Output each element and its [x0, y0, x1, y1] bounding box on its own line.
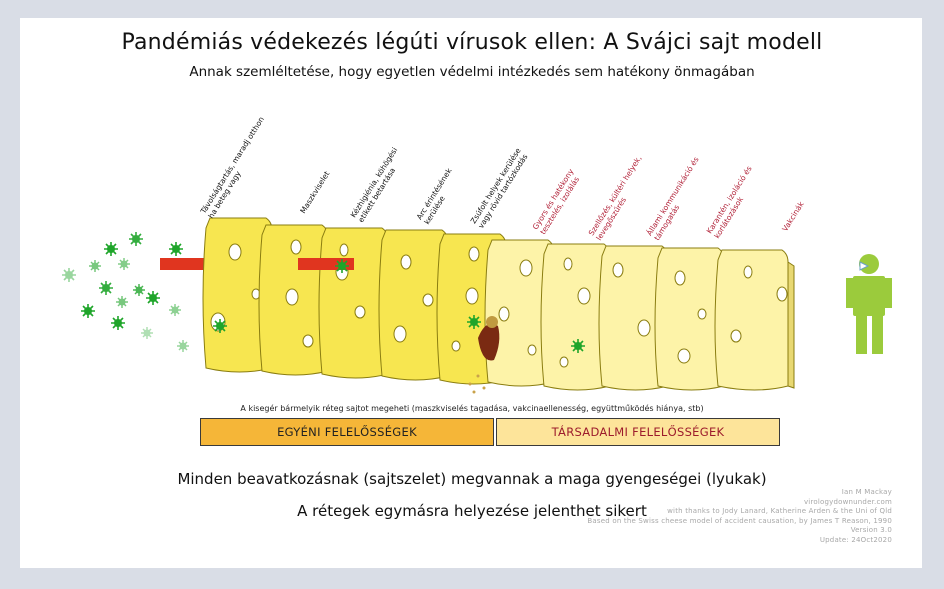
person-icon [846, 254, 892, 354]
caption-layering: A rétegek egymásra helyezése jelenthet s… [297, 502, 647, 520]
diagram-subtitle: Annak szemléltetése, hogy egyetlen védel… [189, 64, 755, 80]
virus-particle [118, 258, 130, 270]
credit-line: virologydownunder.com [803, 497, 892, 506]
virus-particle [116, 296, 128, 308]
cheese-slices [202, 217, 795, 391]
individual-responsibility-bar: EGYÉNI FELELŐSSÉGEK [200, 418, 494, 446]
credit-line: Ian M Mackay [841, 488, 892, 496]
virus-particle [169, 242, 183, 256]
mouse-icon [468, 316, 500, 394]
virus-cloud [62, 232, 189, 352]
virus-particle [81, 304, 95, 318]
virus-particle [104, 242, 118, 256]
virus-particle [111, 316, 125, 330]
virus-particle [89, 260, 101, 272]
virus-particle [99, 281, 113, 295]
virus-particle [335, 259, 349, 273]
societal-responsibility-bar: TÁRSADALMI FELELŐSSÉGEK [496, 418, 780, 446]
virus-particle [129, 232, 143, 246]
credit-line: Update: 24Oct2020 [819, 535, 892, 544]
credit-line: Based on the Swiss cheese model of accid… [587, 516, 892, 525]
virus-particle [213, 319, 227, 333]
virus-particle [169, 304, 181, 316]
virus-particle [177, 340, 189, 352]
virus-particle [133, 284, 145, 296]
virus-particle [571, 339, 585, 353]
virus-particle [62, 268, 76, 282]
mouse-note: A kisegér bármelyik réteg sajtot megehet… [240, 404, 704, 413]
credit-line: Version 3.0 [850, 526, 892, 534]
virus-particle [467, 315, 481, 329]
individual-responsibility-label: EGYÉNI FELELŐSSÉGEK [277, 425, 417, 439]
virus-particle [146, 291, 160, 305]
credits: Ian M Mackay virologydownunder.com with … [587, 488, 892, 545]
societal-responsibility-label: TÁRSADALMI FELELŐSSÉGEK [551, 425, 725, 439]
diagram-title: Pandémiás védekezés légúti vírusok ellen… [121, 30, 823, 55]
virus-arrow-tip [298, 258, 354, 270]
credit-line: with thanks to Jody Lanard, Katherine Ar… [667, 507, 892, 515]
virus-in-holes [213, 259, 585, 353]
virus-particle [141, 327, 153, 339]
cheese-slice [714, 249, 795, 391]
caption-weaknesses: Minden beavatkozásnak (sajtszelet) megva… [177, 470, 767, 488]
